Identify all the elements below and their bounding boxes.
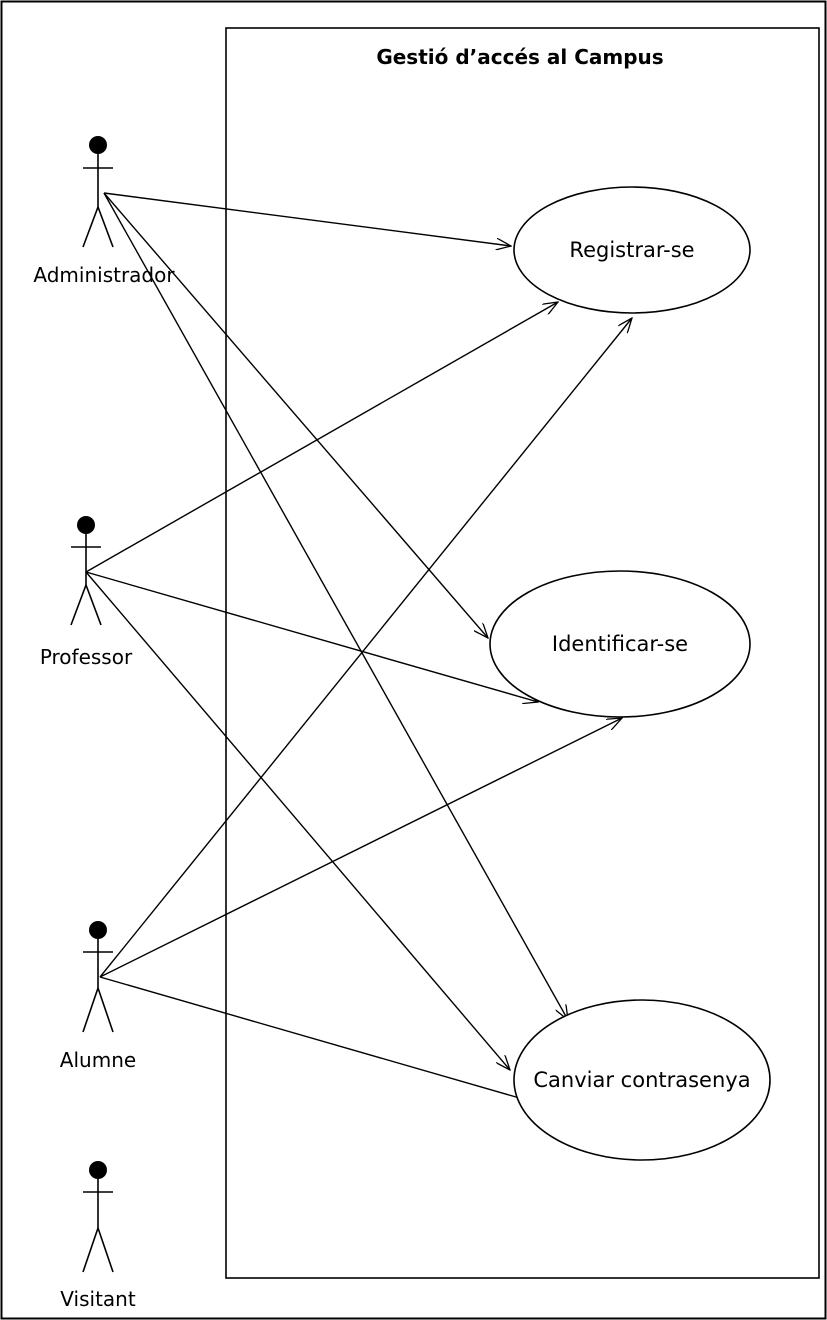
association-professor-canviar [85,571,510,1070]
system-boundary [225,27,820,1279]
actor-label-administrador: Administrador [33,263,175,287]
actor-administrador [82,136,114,248]
actor-visitant [82,1161,114,1273]
actor-label-alumne: Alumne [60,1048,136,1072]
use-case-registrar: Registrar-se [513,186,751,314]
association-administrador-canviar [103,192,568,1020]
association-administrador-identificar [103,192,488,638]
use-case-label: Registrar-se [569,238,694,262]
use-case-label: Canviar contrasenya [533,1068,750,1092]
actor-professor [70,516,102,626]
actor-alumne [82,921,114,1033]
associations [85,192,632,1112]
association-alumne-identificar [99,718,622,978]
use-case-identificar: Identificar-se [489,570,751,718]
association-professor-registrar [85,302,558,573]
association-alumne-canviar [99,976,568,1112]
use-case-label: Identificar-se [552,632,688,656]
use-case-canviar: Canviar contrasenya [513,999,771,1161]
actor-label-visitant: Visitant [60,1287,136,1311]
association-professor-identificar [85,571,538,702]
association-administrador-registrar [103,192,511,246]
system-title: Gestió d’accés al Campus [376,45,663,69]
association-alumne-registrar [99,318,632,978]
actor-label-professor: Professor [40,645,133,669]
